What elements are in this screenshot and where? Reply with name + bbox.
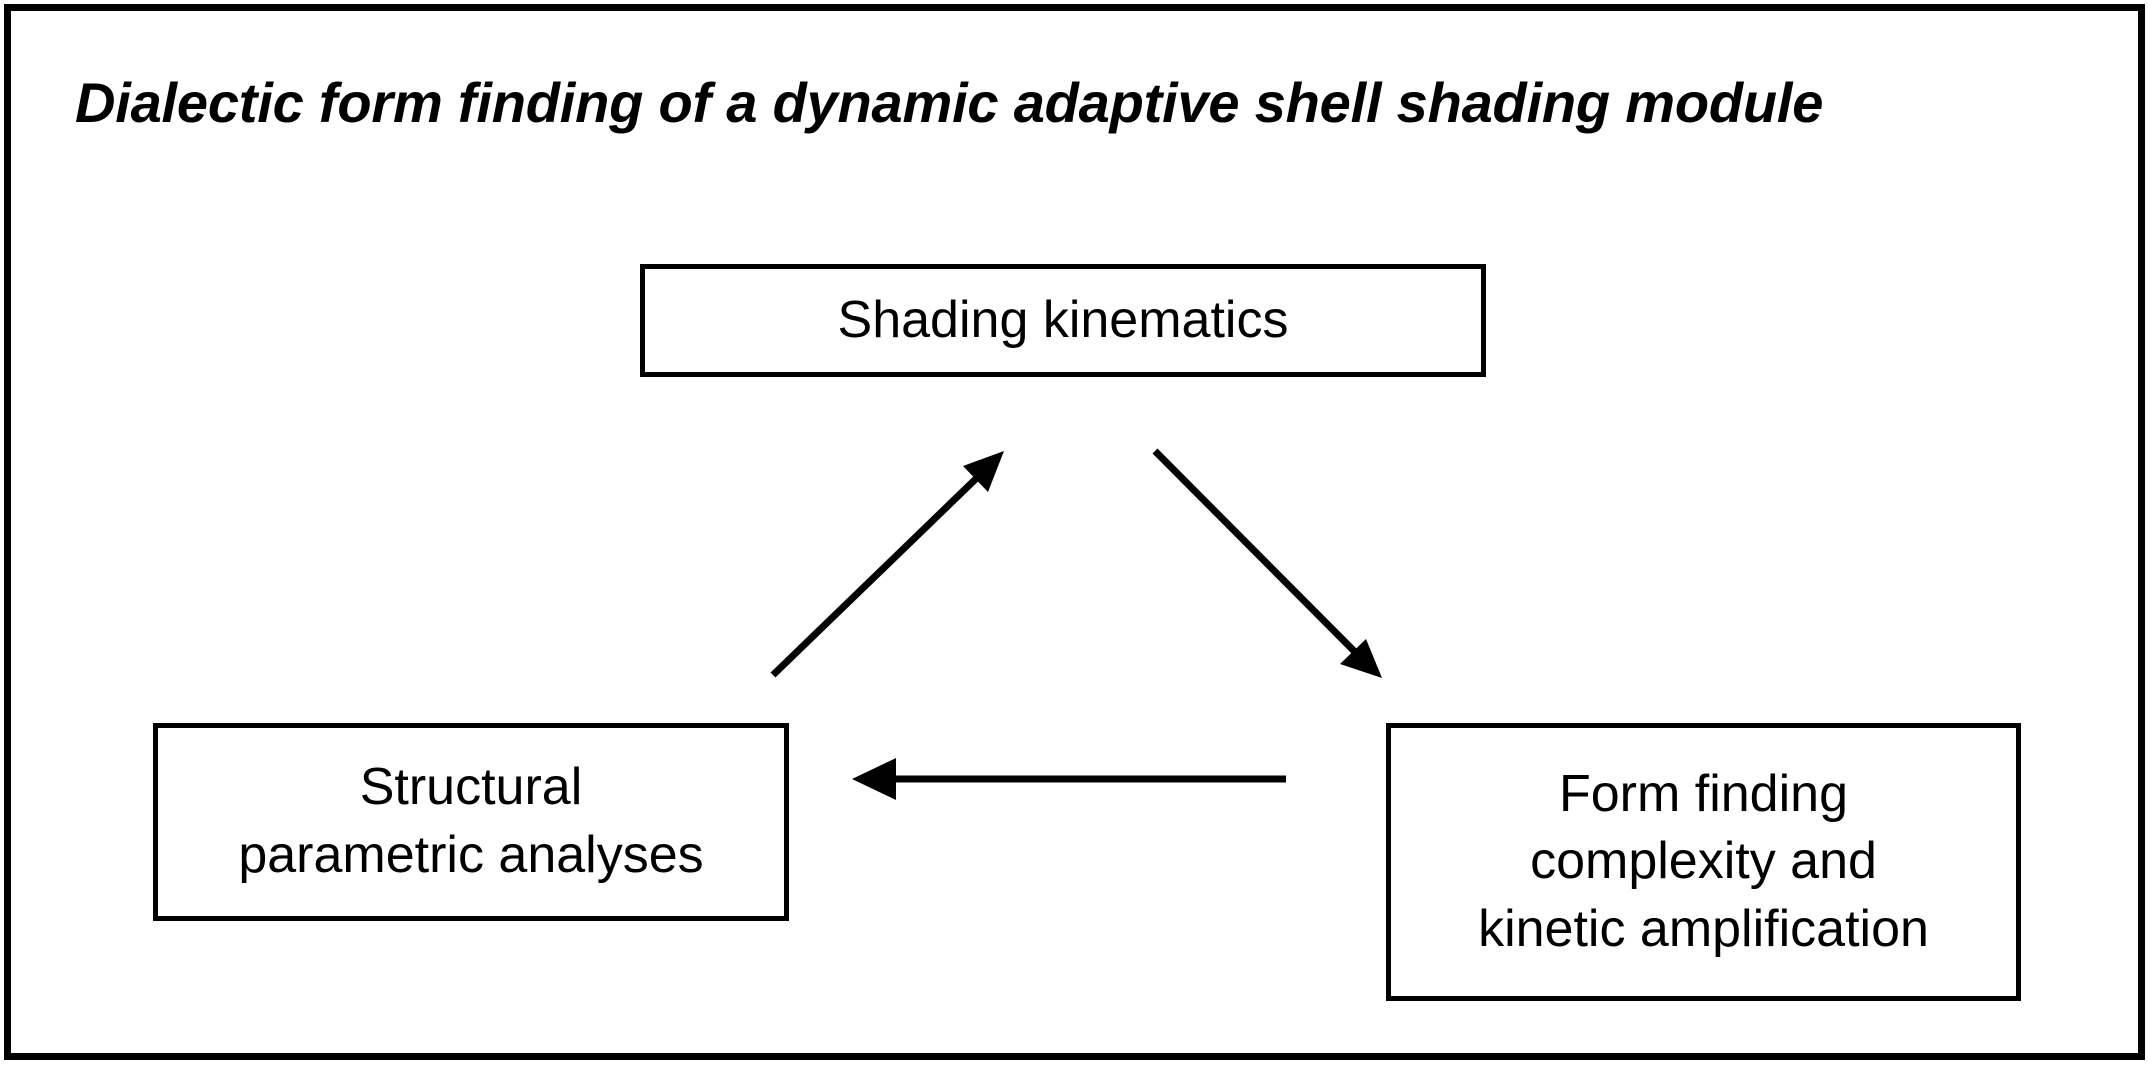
figure-title: Dialectic form finding of a dynamic adap… [75,71,1824,134]
arrow-shading-to-formfinding [1152,448,1382,678]
arrow-formfinding-to-structural [852,758,1286,800]
node-form-finding-complexity-kinetic-amplification-label: Form finding complexity and kinetic ampl… [1478,764,1929,958]
node-structural-parametric-analyses[interactable]: Structural parametric analyses [153,723,789,921]
node-form-finding-complexity-kinetic-amplification[interactable]: Form finding complexity and kinetic ampl… [1386,723,2021,1001]
node-shading-kinematics[interactable]: Shading kinematics [640,264,1486,377]
node-shading-kinematics-label: Shading kinematics [837,290,1289,349]
node-structural-parametric-analyses-label: Structural parametric analyses [238,758,704,884]
arrow-structural-to-shading [770,451,1004,678]
